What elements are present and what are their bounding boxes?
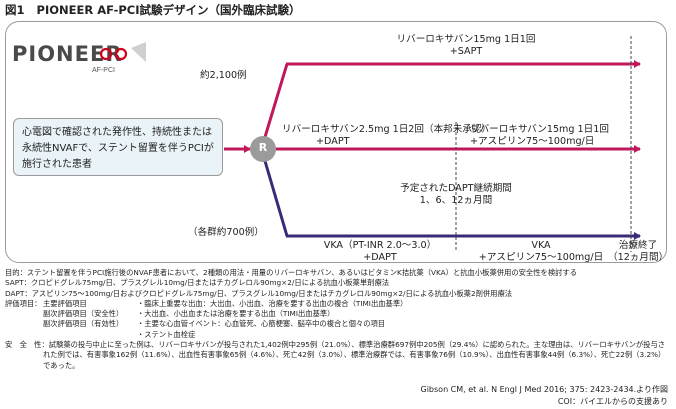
arm1-line1: リバーロキサバン15mg 1日1回 — [396, 34, 536, 45]
randomization-label: R — [258, 141, 268, 154]
arm3b-label: VKA +アスピリン75～100mg/日 — [476, 240, 606, 264]
footnote-primary-label: 主要評価項目 — [43, 298, 87, 308]
arm3a-line2: +DAPT — [363, 252, 397, 263]
footnote-sapt: SAPT：クロピドグレル75mg/日、プラスグレル10mg/日またはチカグレロル… — [5, 278, 390, 288]
footnote-efficacy-text: ・主要な心血管イベント：心血管死、心筋梗塞、脳卒中の複合と個々の項目 — [137, 319, 386, 329]
footnote-stent-text: ・ステント血栓症 — [137, 329, 196, 339]
arm2b-label: リバーロキサバン15mg 1日1回 +アスピリン75～100mg/日 — [470, 124, 630, 148]
footnote-stent-row: ・ステント血栓症 — [5, 330, 671, 340]
footnote-eval-label: 評価項目： — [5, 298, 42, 308]
arm3a-line1: VKA（PT-INR 2.0～3.0） — [323, 240, 437, 251]
arm2a-line1: リバーロキサバン2.5mg 1日2回（本邦未承認） — [282, 124, 492, 135]
footnote-dapt: DAPT：アスピリン75～100mg/日およびクロピドグレル75mg/日、プラス… — [5, 288, 513, 298]
arm2a-label: リバーロキサバン2.5mg 1日2回（本邦未承認） +DAPT — [282, 124, 492, 148]
footnote-primary-row: 評価項目：主要評価項目 ・臨床上重要な出血：大出血、小出血、治療を要する出血の複合… — [5, 299, 671, 309]
arm3a-label: VKA（PT-INR 2.0～3.0） +DAPT — [310, 240, 450, 264]
arms-each-n-label: （各群約700例） — [188, 227, 264, 238]
dapt-period-label: 予定されたDAPT継続期間 1、6、12ヵ月間 — [396, 183, 516, 207]
population-box: 心電図で確認された発作性、持続性または永続性NVAFで、ステント留置を伴うPCI… — [13, 118, 223, 176]
footnote-efficacy-label: 副次評価項目（有効性） — [43, 319, 124, 329]
citation: Gibson CM, et al. N Engl J Med 2016; 375… — [420, 385, 669, 394]
arm3b-line1: VKA — [531, 240, 551, 251]
footnote-primary-text: ・臨床上重要な出血：大出血、小出血、治療を要する出血の複合（TIMI出血基準） — [137, 298, 408, 308]
footnote-safety-text: 試験薬の投与中止に至った例は、リバーロキサバンが投与された1,402例中295例… — [43, 340, 666, 370]
arm2a-line2: +DAPT — [316, 136, 350, 147]
randomization-circle — [250, 136, 276, 162]
footnote-safety-row: 安 全 性：試験薬の投与中止に至った例は、リバーロキサバンが投与された1,402… — [5, 340, 671, 371]
pioneer-logo: PIONEER AF-PCI — [12, 42, 123, 75]
logo-text: PIONEER — [12, 42, 123, 66]
figure-title-text: PIONEER AF-PCI試験デザイン（国外臨床試験） — [36, 3, 301, 17]
arm1-label: リバーロキサバン15mg 1日1回 +SAPT — [376, 34, 556, 58]
dapt-period-line1: 予定されたDAPT継続期間 — [400, 183, 512, 194]
footnote-efficacy-row: 副次評価項目（有効性） ・主要な心血管イベント：心血管死、心筋梗塞、脳卒中の複合と… — [5, 319, 671, 329]
arm2b-line2: +アスピリン75～100mg/日 — [470, 136, 595, 147]
arm2b-line1: リバーロキサバン15mg 1日1回 — [470, 124, 609, 135]
logo-accent-icon — [99, 42, 146, 62]
logo-subtext: AF-PCI — [92, 67, 115, 74]
figure-title: 図1 PIONEER AF-PCI試験デザイン（国外臨床試験） — [5, 2, 301, 18]
footnote-safety-label: 安 全 性： — [5, 340, 49, 350]
arm1-n-label: 約2,100例 — [200, 70, 247, 81]
footnote-secondary-label: 副次評価項目（安全性） — [43, 309, 124, 319]
figure-label: 図1 — [5, 3, 25, 17]
dapt-period-line2: 1、6、12ヵ月間 — [419, 195, 493, 206]
arm3b-line2: +アスピリン75～100mg/日 — [478, 252, 604, 263]
coi-note: COI：バイエルからの支援あり — [557, 397, 668, 406]
end-of-treatment-label: 治療終了 （12ヵ月間） — [608, 240, 668, 264]
footnotes: 目的：ステント留置を伴うPCI施行後のNVAF患者において、2種類の用法・用量の… — [5, 268, 671, 371]
footnote-secondary-row: 副次評価項目（安全性） ・大出血、小出血または治療を要する出血（TIMI出血基準） — [5, 309, 671, 319]
end-line1: 治療終了 — [618, 240, 658, 251]
arrow-r-to-arm1 — [263, 63, 289, 138]
footnote-secondary-text: ・大出血、小出血または治療を要する出血（TIMI出血基準） — [137, 309, 335, 319]
arrow-r-to-arm3 — [263, 160, 289, 237]
end-line2: （12ヵ月間） — [608, 252, 669, 263]
arm1-line2: +SAPT — [449, 46, 483, 57]
footnote-purpose: 目的：ステント留置を伴うPCI施行後のNVAF患者において、2種類の用法・用量の… — [5, 268, 578, 277]
